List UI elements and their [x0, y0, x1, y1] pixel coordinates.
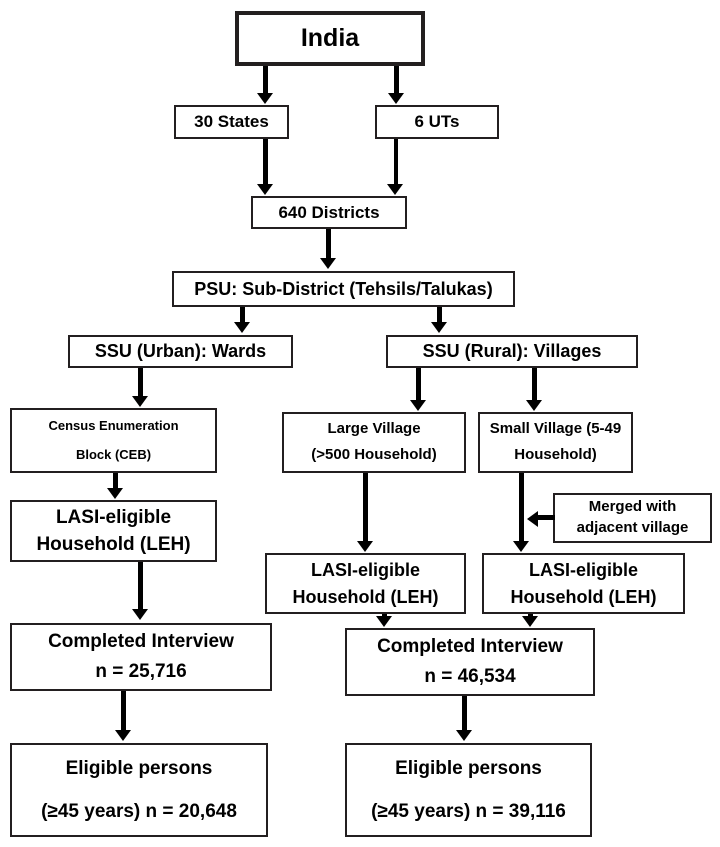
arrowhead-merged-to-small-village: [527, 511, 538, 527]
node-india-label: India: [300, 23, 360, 52]
node-eligible-persons-rural: Eligible persons (≥45 years) n = 39,116: [345, 743, 592, 837]
arrowhead-leh-urban-to-interview: [132, 609, 148, 620]
arrowhead-interview-rural-to-eligible: [456, 730, 472, 741]
node-merged-line1: Merged with: [588, 498, 677, 516]
connector-india-to-states: [263, 66, 268, 94]
connector-interview-urban-to-eligible: [121, 691, 126, 731]
node-leh-small-village: LASI-eligible Household (LEH): [482, 553, 685, 614]
node-psu-subdistrict-label: PSU: Sub-District (Tehsils/Talukas): [194, 278, 493, 299]
node-ssu-urban: SSU (Urban): Wards: [68, 335, 293, 368]
node-30-states-label: 30 States: [194, 112, 269, 132]
node-large-village: Large Village (>500 Household): [282, 412, 466, 473]
node-eligible-rural-line1: Eligible persons: [395, 757, 542, 779]
node-small-village: Small Village (5-49 Household): [478, 412, 633, 473]
node-eligible-rural-line2: (≥45 years) n = 39,116: [371, 800, 566, 822]
arrowhead-ssu-rural-to-large-village: [410, 400, 426, 411]
node-completed-interview-rural: Completed Interview n = 46,534: [345, 628, 595, 696]
node-leh-small-line1: LASI-eligible: [528, 560, 638, 580]
arrowhead-india-to-uts: [388, 93, 404, 104]
node-psu-subdistrict: PSU: Sub-District (Tehsils/Talukas): [172, 271, 515, 307]
connector-districts-to-psu: [326, 229, 331, 259]
node-640-districts: 640 Districts: [251, 196, 407, 229]
node-india: India: [235, 11, 425, 66]
node-6-uts-label: 6 UTs: [414, 112, 460, 132]
arrowhead-leh-large-to-interview: [376, 616, 392, 627]
node-leh-urban: LASI-eligible Household (LEH): [10, 500, 217, 562]
node-interview-urban-line1: Completed Interview: [48, 631, 234, 653]
node-leh-urban-line1: LASI-eligible: [55, 506, 172, 528]
node-eligible-urban-line1: Eligible persons: [65, 757, 213, 779]
node-leh-urban-line2: Household (LEH): [36, 533, 191, 555]
node-eligible-persons-urban: Eligible persons (≥45 years) n = 20,648: [10, 743, 268, 837]
node-small-village-line2: Household): [514, 446, 597, 464]
connector-ssu-rural-to-small-village: [532, 368, 537, 401]
arrowhead-districts-to-psu: [320, 258, 336, 269]
arrowhead-ssu-urban-to-ceb: [132, 396, 148, 407]
node-merged-adjacent-village: Merged with adjacent village: [553, 493, 712, 543]
node-interview-rural-line2: n = 46,534: [424, 666, 516, 688]
node-30-states: 30 States: [174, 105, 289, 139]
connector-uts-to-districts: [394, 139, 398, 185]
connector-psu-to-ssu-rural: [437, 307, 442, 324]
connector-large-village-to-leh: [363, 473, 368, 542]
arrowhead-interview-urban-to-eligible: [115, 730, 131, 741]
node-leh-large-line1: LASI-eligible: [310, 560, 420, 580]
node-6-uts: 6 UTs: [375, 105, 499, 139]
node-large-village-line1: Large Village: [327, 419, 421, 437]
node-ceb-line2: Block (CEB): [75, 446, 152, 462]
node-interview-rural-line1: Completed Interview: [377, 636, 563, 658]
arrowhead-ssu-rural-to-small-village: [526, 400, 542, 411]
connector-ssu-rural-to-large-village: [416, 368, 421, 401]
arrowhead-states-to-districts: [257, 184, 273, 195]
node-small-village-line1: Small Village (5-49: [489, 419, 622, 437]
connector-merged-to-small-village: [538, 515, 555, 520]
arrowhead-psu-to-ssu-rural: [431, 322, 447, 333]
connector-ceb-to-leh-urban: [113, 473, 118, 489]
connector-leh-urban-to-interview: [138, 562, 143, 610]
node-leh-large-village: LASI-eligible Household (LEH): [265, 553, 466, 614]
connector-small-village-to-leh: [519, 473, 524, 542]
node-ssu-rural: SSU (Rural): Villages: [386, 335, 638, 368]
node-eligible-urban-line2: (≥45 years) n = 20,648: [41, 800, 237, 822]
node-640-districts-label: 640 Districts: [278, 202, 380, 222]
arrowhead-psu-to-ssu-urban: [234, 322, 250, 333]
arrowhead-india-to-states: [257, 93, 273, 104]
node-ssu-rural-label: SSU (Rural): Villages: [422, 341, 602, 362]
connector-psu-to-ssu-urban: [240, 307, 245, 324]
node-leh-large-line2: Household (LEH): [292, 586, 439, 607]
node-completed-interview-urban: Completed Interview n = 25,716: [10, 623, 272, 691]
node-ssu-urban-label: SSU (Urban): Wards: [94, 341, 267, 362]
node-ceb-line1: Census Enumeration: [48, 418, 179, 434]
node-interview-urban-line2: n = 25,716: [95, 661, 187, 683]
node-merged-line2: adjacent village: [576, 519, 689, 537]
connector-states-to-districts: [263, 139, 268, 185]
arrowhead-large-village-to-leh: [357, 541, 373, 552]
arrowhead-leh-small-to-interview: [522, 616, 538, 627]
node-leh-small-line2: Household (LEH): [510, 586, 657, 607]
arrowhead-small-village-to-leh: [513, 541, 529, 552]
connector-india-to-uts: [394, 66, 399, 94]
connector-interview-rural-to-eligible: [462, 696, 467, 731]
connector-ssu-urban-to-ceb: [138, 368, 143, 397]
node-large-village-line2: (>500 Household): [311, 446, 437, 464]
arrowhead-ceb-to-leh-urban: [107, 488, 123, 499]
node-census-enumeration-block: Census Enumeration Block (CEB): [10, 408, 217, 473]
arrowhead-uts-to-districts: [387, 184, 403, 195]
